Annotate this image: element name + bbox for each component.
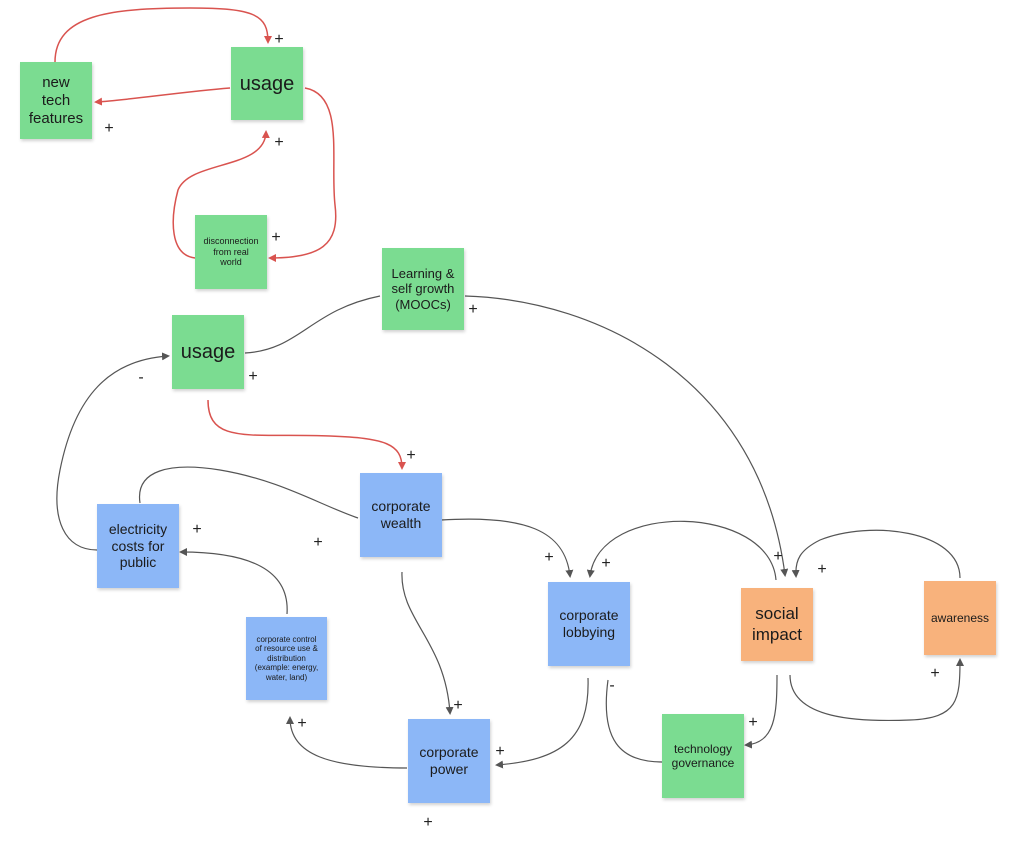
link-control-to-electricity [179,548,288,615]
note-label: corporate wealth [371,498,431,531]
note-label: social impact [751,604,803,644]
note-technology-governance[interactable]: technology governance [662,714,744,798]
note-label: usage [180,341,236,363]
polarity-sign: + [104,120,114,137]
note-corporate-power[interactable]: corporate power [408,719,490,803]
link-social-to-governance [744,674,778,749]
note-label: awareness [930,610,990,625]
link-usage-to-newtech [94,87,231,106]
note-label: new tech features [28,73,84,127]
note-awareness[interactable]: awareness [924,581,996,655]
link-lobbying-to-governance [605,679,663,763]
link-usage-to-learning [244,295,381,354]
note-corporate-lobbying[interactable]: corporate lobbying [548,582,630,666]
polarity-sign: + [271,229,281,246]
link-social-to-lobbying [586,520,777,581]
link-electricity-to-usage [56,352,170,551]
note-social-impact[interactable]: social impact [741,588,813,661]
polarity-sign: + [192,521,202,538]
note-label: usage [239,72,295,95]
link-disconnection-to-usage [172,130,270,259]
polarity-sign: + [274,134,284,151]
polarity-sign: + [313,534,323,551]
polarity-sign: + [468,301,478,318]
link-usage-to-disconnection [268,87,337,262]
note-usage-top[interactable]: usage [231,47,303,120]
note-label: disconnection from real world [203,235,259,268]
link-newtech-to-usage [54,7,272,63]
polarity-sign: + [544,549,554,566]
polarity-sign: + [817,561,827,578]
polarity-sign: + [930,665,940,682]
note-label: corporate power [419,744,479,777]
note-corporate-wealth[interactable]: corporate wealth [360,473,442,557]
note-label: technology governance [671,741,735,770]
link-social-to-awareness [789,658,964,722]
link-wealth-to-lobbying [440,518,574,578]
polarity-sign: + [297,715,307,732]
polarity-sign: + [274,31,284,48]
polarity-sign: - [609,677,615,694]
link-awareness-to-social [791,529,961,579]
link-electricity-to-wealth [139,466,359,519]
note-label: Learning & self growth (MOOCs) [391,265,455,312]
link-power-to-control [286,716,408,769]
note-corporate-control[interactable]: corporate control of resource use & dist… [246,617,327,700]
note-usage-mid[interactable]: usage [172,315,244,389]
polarity-sign: + [773,548,783,565]
polarity-sign: + [248,368,258,385]
polarity-sign: + [406,447,416,464]
link-wealth-to-power [401,571,454,715]
note-label: corporate lobbying [559,607,619,640]
note-disconnection[interactable]: disconnection from real world [195,215,267,289]
polarity-sign: + [495,743,505,760]
note-label: electricity costs for public [108,520,168,571]
polarity-sign: + [453,697,463,714]
polarity-sign: + [601,555,611,572]
polarity-sign: + [423,814,433,831]
note-learning-self-growth[interactable]: Learning & self growth (MOOCs) [382,248,464,330]
link-lobbying-to-power [495,677,589,769]
link-learning-to-social [464,295,789,577]
note-new-tech-features[interactable]: new tech features [20,62,92,139]
note-label: corporate control of resource use & dist… [254,634,319,682]
note-electricity-costs[interactable]: electricity costs for public [97,504,179,588]
link-usage-to-wealth [207,399,406,470]
polarity-sign: - [138,369,144,386]
polarity-sign: + [748,714,758,731]
